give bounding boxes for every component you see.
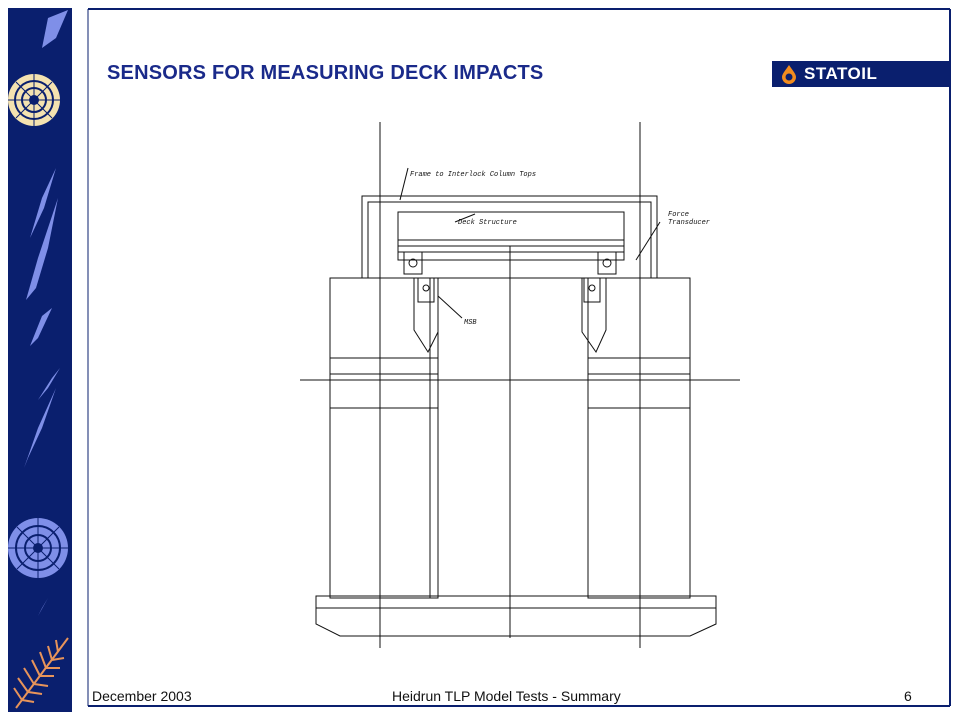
ammonite-fossil-icon [8, 74, 60, 126]
label-force-2: Transducer [668, 219, 710, 227]
left-column-band [329, 357, 439, 409]
label-deck: Deck Structure [458, 219, 517, 227]
streak-shape [26, 198, 58, 300]
label-force-1: Force [668, 211, 689, 219]
right-column-band [587, 357, 691, 409]
right-column-lower [587, 407, 691, 599]
deck-structure [397, 211, 625, 261]
leader-line [635, 221, 661, 261]
page-number: 6 [904, 688, 912, 704]
streak-shape [24, 388, 56, 468]
streak-shape [30, 168, 56, 238]
leader-line [399, 167, 409, 201]
right-force-transducer [597, 251, 617, 275]
deck-sensor-drawing: Frame to Interlock Column Tops Deck Stru… [300, 122, 740, 648]
fern-fossil-icon [13, 637, 69, 709]
leader-line [437, 295, 463, 319]
streak-shape [30, 308, 52, 346]
logo-text: STATOIL [804, 64, 878, 83]
label-frame: Frame to Interlock Column Tops [410, 171, 536, 179]
interlock-frame-inner [367, 201, 652, 279]
ammonite-fossil-icon [8, 518, 68, 578]
label-msb: MSB [464, 319, 477, 327]
statoil-logo: STATOIL [772, 61, 950, 87]
right-msb-bracket [581, 277, 607, 354]
flame-drop-icon [782, 65, 796, 84]
left-column-top [329, 277, 439, 359]
left-msb-sensor [417, 277, 435, 303]
pontoon [315, 595, 717, 637]
slide-title: SENSORS FOR MEASURING DECK IMPACTS [107, 62, 544, 84]
footer-title: Heidrun TLP Model Tests - Summary [392, 688, 621, 704]
streak-shape [38, 368, 60, 400]
streak-shape [42, 10, 68, 48]
leader-line [454, 213, 476, 223]
left-force-transducer [403, 251, 423, 275]
decorative-sidebar [8, 8, 72, 712]
right-msb-sensor [583, 277, 601, 303]
right-column-top [587, 277, 691, 359]
footer-date: December 2003 [92, 688, 192, 704]
left-column-lower [329, 407, 439, 599]
fossil-decor [8, 10, 69, 709]
